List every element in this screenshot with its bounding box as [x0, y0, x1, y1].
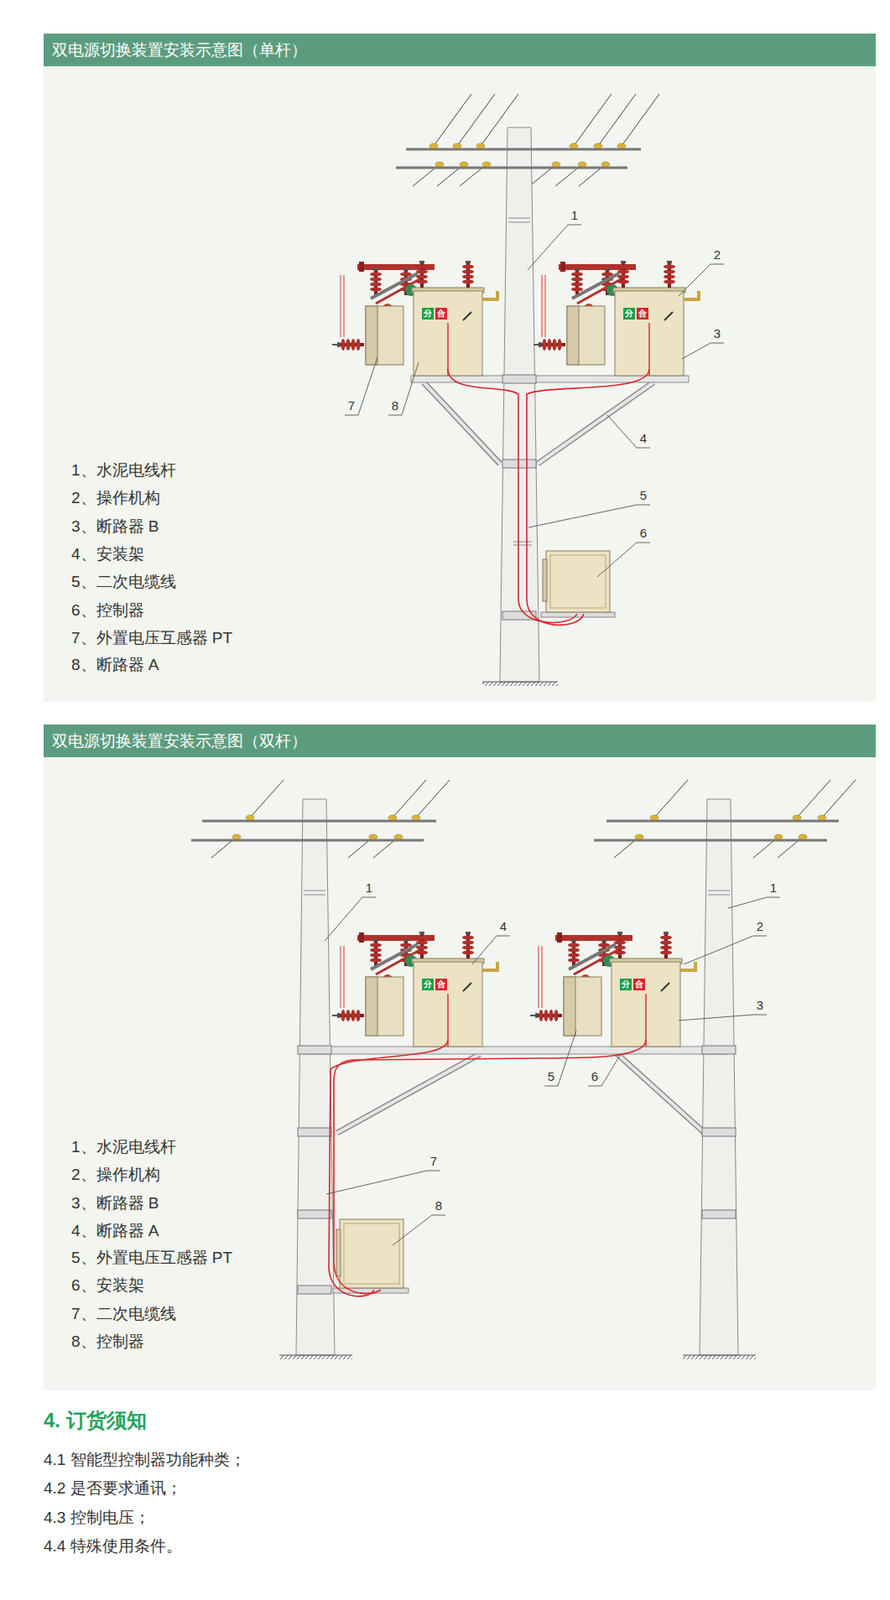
- legend-item: 7、二次电缆线: [71, 1305, 177, 1325]
- switch-label: 分: [423, 309, 432, 318]
- line-insulator: [429, 143, 626, 168]
- leader-line: [344, 224, 724, 578]
- callout-number: 4: [499, 919, 507, 935]
- legend-item: 3、断路器 B: [71, 517, 160, 537]
- switch-label: 合: [638, 309, 647, 318]
- callout-number: 6: [591, 1069, 599, 1085]
- callout-number: 2: [713, 247, 721, 263]
- callout-number: 1: [770, 880, 777, 896]
- callout-number: 8: [435, 1198, 443, 1214]
- pole-clamp: [297, 1046, 736, 1295]
- callout-number: 8: [391, 398, 399, 414]
- note-item: 4.1 智能型控制器功能种类；: [43, 1451, 246, 1471]
- callout-number: 6: [640, 525, 647, 542]
- overhead-wire: [412, 93, 660, 187]
- legend-item: 8、断路器 A: [71, 655, 160, 676]
- concrete-pole: [296, 799, 739, 1356]
- crossarm: [395, 149, 641, 168]
- callout-number: 3: [756, 998, 764, 1014]
- legend-item: 4、安装架: [71, 545, 145, 565]
- callout-number: 2: [756, 919, 764, 935]
- header-band: 双电源切换装置安装示意图（单杆）: [43, 33, 876, 67]
- legend-item: 2、操作机构: [71, 489, 161, 509]
- panel-ground: [43, 757, 876, 1391]
- mounting-frame: [411, 375, 689, 464]
- controller-box: [333, 1219, 409, 1294]
- concrete-pole: [499, 127, 540, 682]
- legend-item: 1、水泥电线杆: [71, 1138, 177, 1158]
- ground-hatch: [279, 1355, 353, 1360]
- ground-hatch: [482, 681, 558, 687]
- note-item: 4.3 控制电压；: [43, 1509, 151, 1529]
- callout-number: 4: [640, 431, 647, 447]
- legend-item: 1、水泥电线杆: [71, 461, 177, 481]
- breaker-assembly: [332, 260, 699, 376]
- legend-item: 5、外置电压互感器 PT: [71, 1249, 233, 1269]
- leader-line: [324, 897, 781, 1246]
- secondary-cable: [447, 369, 650, 625]
- legend-item: 7、外置电压互感器 PT: [71, 629, 233, 649]
- callout-number: 1: [571, 208, 578, 224]
- callout-number: 7: [430, 1154, 438, 1170]
- section-heading: 4. 订货须知: [43, 1409, 147, 1434]
- controller-box: [541, 551, 615, 618]
- legend-item: 6、控制器: [71, 601, 145, 621]
- ground-hatch: [682, 1355, 756, 1360]
- legend-item: 5、二次电缆线: [71, 572, 177, 593]
- header-text: 双电源切换装置安装示意图（双杆）: [43, 731, 316, 752]
- secondary-cable: [328, 1040, 646, 1297]
- line-insulator: [232, 815, 827, 841]
- callout-number: 1: [365, 880, 373, 896]
- header-text: 双电源切换装置安装示意图（单杆）: [43, 40, 316, 61]
- panel-ground: [43, 66, 876, 703]
- header-band: 双电源切换装置安装示意图（双杆）: [43, 724, 876, 758]
- legend-item: 8、控制器: [71, 1332, 145, 1353]
- switch-label: 合: [437, 980, 446, 989]
- ground-line: [279, 1355, 756, 1357]
- ground-line: [482, 681, 558, 683]
- callout-number: 5: [547, 1069, 555, 1085]
- note-item: 4.4 特殊使用条件。: [43, 1537, 183, 1557]
- switch-label: 分: [624, 309, 634, 318]
- note-item: 4.2 是否要求通讯；: [43, 1479, 183, 1499]
- switch-label: 合: [634, 980, 644, 989]
- callout-number: 3: [713, 326, 721, 342]
- legend-item: 2、操作机构: [71, 1165, 161, 1186]
- legend-item: 3、断路器 B: [71, 1194, 160, 1214]
- callout-number: 5: [640, 488, 647, 504]
- callout-number: 7: [348, 398, 355, 414]
- legend-item: 4、断路器 A: [71, 1222, 160, 1242]
- pole-clamp: [502, 374, 537, 620]
- crossarm: [191, 821, 839, 841]
- legend-item: 6、安装架: [71, 1276, 145, 1296]
- switch-label: 合: [437, 309, 446, 318]
- breaker-assembly: [332, 931, 696, 1047]
- switch-label: 分: [621, 980, 630, 989]
- switch-label: 分: [423, 980, 432, 989]
